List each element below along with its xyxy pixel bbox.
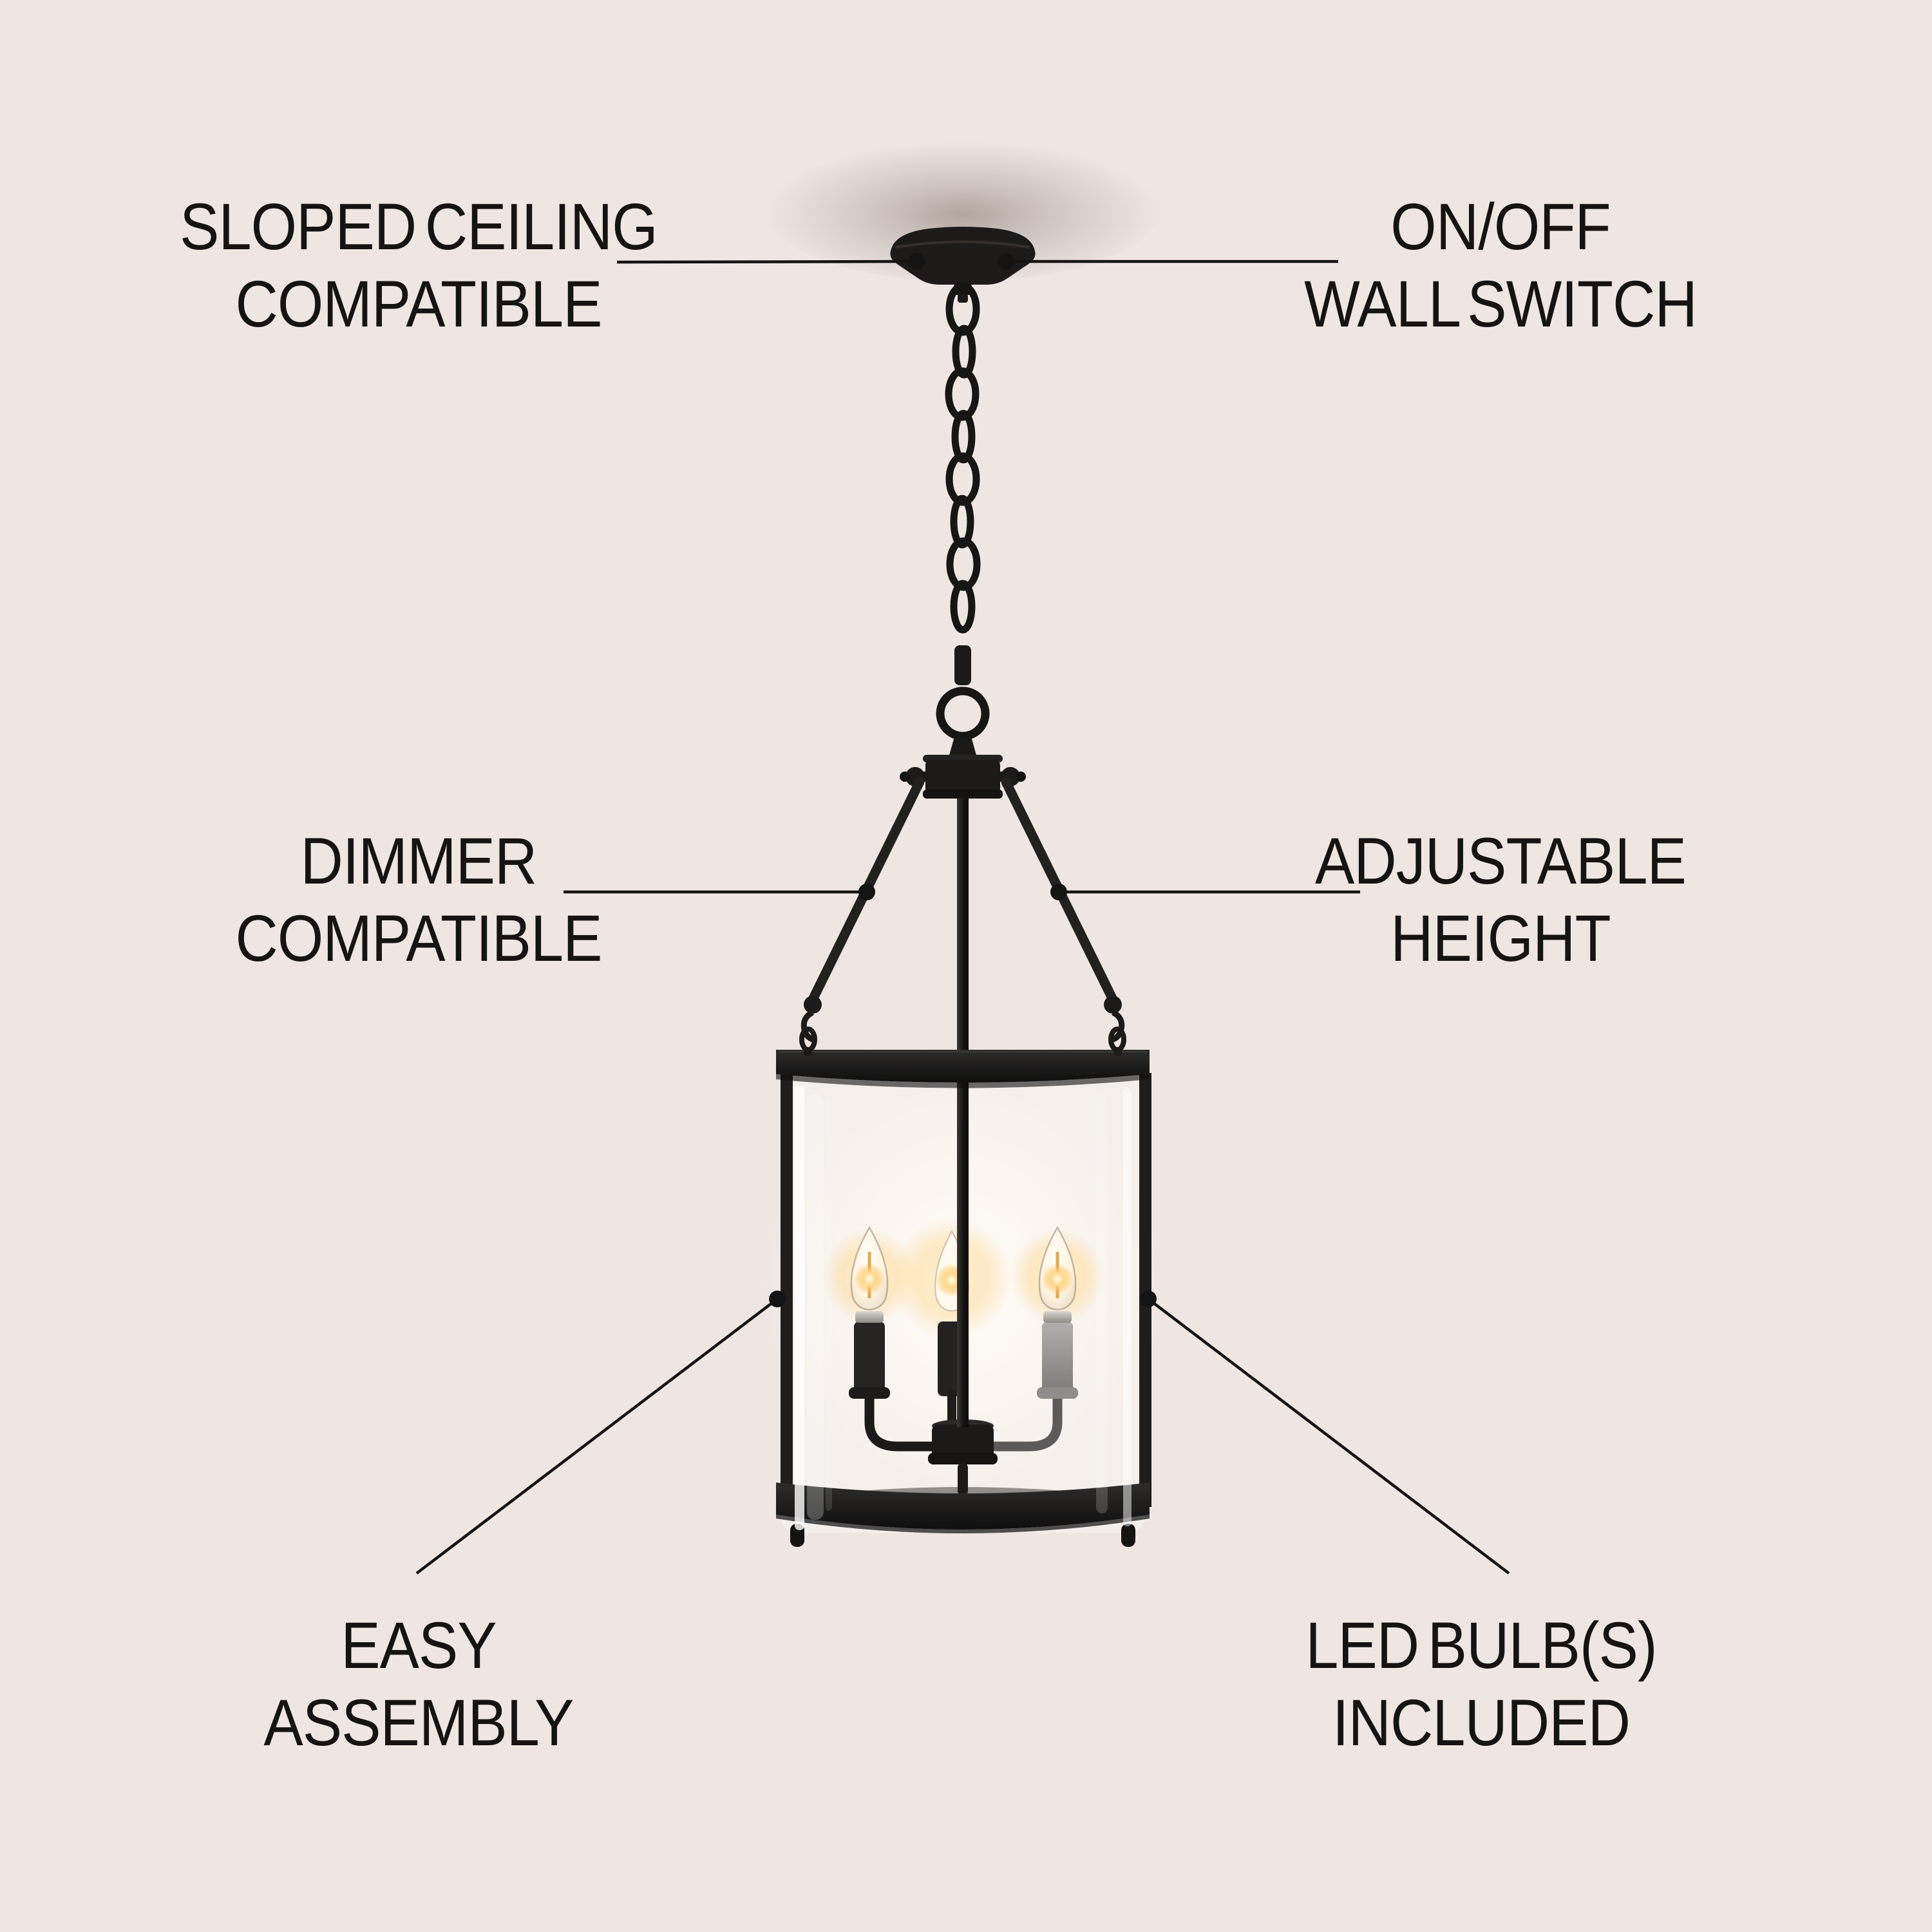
right-bulb-base	[1043, 1311, 1072, 1323]
feature-label-line: WALL SWITCH	[1304, 267, 1698, 341]
anchor-dot-led-bulbs	[1140, 1291, 1157, 1307]
ceiling-shadow	[763, 133, 1162, 281]
anchor-dot-easy-assembly	[769, 1291, 786, 1307]
feature-label-sloped-ceiling: SLOPED CEILING COMPATIBLE	[180, 188, 658, 343]
feature-label-wall-switch: ON/OFF WALL SWITCH	[1304, 188, 1698, 343]
right-frame-post	[1139, 1073, 1151, 1507]
feature-label-line: ASSEMBLY	[263, 1686, 574, 1759]
left-candle-sleeve	[854, 1321, 885, 1394]
feature-label-line: LED BULB(S)	[1305, 1609, 1657, 1682]
center-down-rod	[957, 796, 969, 1427]
feature-label-line: COMPATIBLE	[235, 902, 602, 975]
feature-label-line: SLOPED CEILING	[180, 190, 658, 263]
chain-loop-ring	[936, 687, 990, 741]
hanging-chain	[936, 282, 990, 741]
anchor-dot-adjustable-height	[1050, 884, 1067, 900]
top-ring	[776, 1050, 1150, 1083]
feature-label-line: DIMMER	[300, 824, 538, 898]
glass-reflections	[795, 1086, 1132, 1530]
feature-label-line: HEIGHT	[1390, 902, 1611, 975]
feature-label-line: INCLUDED	[1332, 1686, 1631, 1759]
anchor-dot-sloped-ceiling	[908, 253, 925, 270]
feature-label-line: COMPATIBLE	[235, 267, 602, 341]
leader-line-led-bulbs	[1147, 1298, 1510, 1575]
left-candle	[806, 1213, 940, 1452]
feature-label-line: ON/OFF	[1390, 190, 1611, 263]
leader-line-sloped-ceiling	[616, 260, 917, 264]
feature-label-easy-assembly: EASY ASSEMBLY	[264, 1607, 574, 1761]
right-candle-sleeve	[1042, 1321, 1073, 1394]
right-foot	[1121, 1524, 1135, 1547]
left-frame-post	[781, 1073, 793, 1507]
feature-label-line: ADJUSTABLE	[1315, 824, 1687, 898]
feature-label-dimmer: DIMMER COMPATIBLE	[235, 822, 602, 977]
feature-label-line: EASY	[341, 1609, 497, 1682]
feature-label-adjustable-height: ADJUSTABLE HEIGHT	[1315, 822, 1687, 977]
right-candle	[987, 1213, 1121, 1452]
anchor-dot-dimmer	[858, 884, 875, 900]
right-swivel-hook	[1104, 996, 1126, 1056]
feature-label-led-bulbs: LED BULB(S) INCLUDED	[1305, 1607, 1657, 1761]
left-swivel-hook	[799, 996, 822, 1056]
lantern-frame	[776, 1050, 1151, 1547]
leader-line-easy-assembly	[415, 1298, 779, 1575]
anchor-dot-wall-switch	[998, 253, 1014, 270]
bottom-ring	[776, 1482, 1150, 1530]
left-bulb-base	[855, 1311, 884, 1323]
